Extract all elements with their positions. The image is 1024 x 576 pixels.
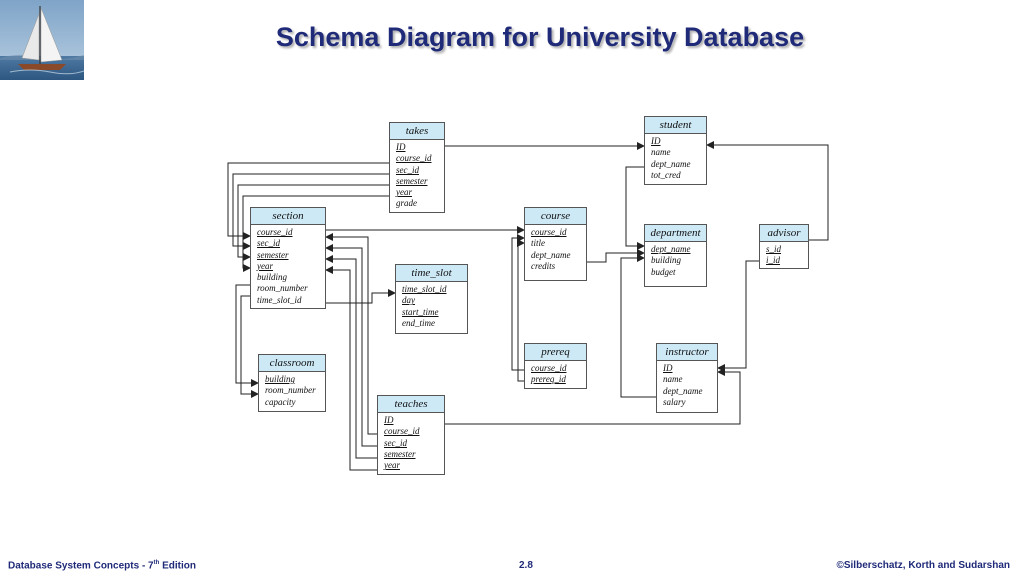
attribute-title: title [531,238,545,249]
link-section-time_slot [326,289,396,304]
attribute-i-id: i_id [766,255,781,266]
attribute-course-id: course_id [396,153,432,164]
link-section-classroom-building [235,284,259,387]
link-takes-section-sec_id [232,173,389,250]
attribute-name: name [663,374,683,385]
attribute-grade: grade [396,198,417,209]
link-takes-section-year [242,195,389,272]
attribute-course-id: course_id [531,363,567,373]
footer-copyright: ©Silberschatz, Korth and Sudarshan [836,560,1010,571]
attribute-sec-id: sec_id [384,437,407,448]
attribute-credits: credits [531,260,556,271]
attribute-day: day [402,295,415,306]
attribute-dept-name: dept_name [651,158,691,169]
footer-left: Database System Concepts - 7th Edition [8,560,196,571]
attribute-semester: semester [396,175,428,186]
attribute-dept-name: dept_name [651,244,691,254]
footer-left-text: Database System Concepts - 7 [8,560,154,572]
attribute-year: year [384,460,400,471]
attribute-prereq-id: prereq_id [531,374,566,385]
table-name: classroom [259,355,325,372]
attribute-sec-id: sec_id [257,238,280,249]
footer-left-sup: th [153,560,160,566]
link-section-classroom-room [240,295,259,398]
attribute-room-number: room_number [257,283,308,294]
link-advisor-instructor [717,260,759,372]
attribute-building: building [265,374,296,384]
attribute-s-id: s_id [766,244,782,254]
table-name: section [251,208,325,225]
attribute-start-time: start_time [402,306,439,317]
link-advisor-student [706,141,829,241]
attribute-building: building [651,255,682,266]
attribute-tot-cred: tot_cred [651,169,681,180]
link-teaches-section-semester [325,255,377,459]
sailboat-icon [0,0,85,80]
table-name: advisor [760,225,808,242]
table-name: instructor [657,344,717,361]
attribute-end-time: end_time [402,317,435,328]
table-name: student [645,117,706,134]
attribute-time-slot-id: time_slot_id [402,284,447,294]
attribute-room-number: room_number [265,385,316,396]
attribute-course-id: course_id [531,227,567,237]
footer-left-tail: Edition [159,560,196,572]
attribute-ID: ID [663,363,673,373]
table-name: takes [390,123,444,140]
attribute-semester: semester [384,448,416,459]
attribute-salary: salary [663,396,686,407]
attribute-time-slot-id: time_slot_id [257,294,302,305]
link-course-department [587,249,645,263]
link-student-department [625,166,645,250]
link-teaches-instructor [445,368,741,425]
link-takes-section-course_id [227,162,389,240]
link-teaches-section-year [325,266,377,471]
attribute-ID: ID [396,142,406,152]
table-name: prereq [525,344,586,361]
attribute-name: name [651,147,671,158]
footer-page-number: 2.8 [519,560,533,571]
link-teaches-section-sec_id [325,244,377,447]
slide-title: Schema Diagram for University Database [275,22,805,52]
attribute-semester: semester [257,249,289,260]
table-name: time_slot [396,265,467,282]
attribute-sec-id: sec_id [396,164,419,175]
link-takes-section-semester [237,184,389,261]
attribute-capacity: capacity [265,396,296,407]
attribute-course-id: course_id [384,426,420,437]
link-instructor-department [620,254,656,398]
table-name: department [645,225,706,242]
attribute-ID: ID [384,415,394,425]
table-name: course [525,208,586,225]
attribute-building: building [257,272,288,283]
attribute-year: year [396,187,412,198]
attribute-budget: budget [651,266,676,277]
attribute-dept-name: dept_name [663,385,703,396]
link-teaches-section-course_id [325,233,377,435]
attribute-ID: ID [651,136,661,146]
attribute-dept-name: dept_name [531,249,571,260]
link-prereq-course-prereq_id [517,239,525,382]
table-name: teaches [378,396,444,413]
attribute-course-id: course_id [257,227,293,237]
attribute-year: year [257,260,273,271]
